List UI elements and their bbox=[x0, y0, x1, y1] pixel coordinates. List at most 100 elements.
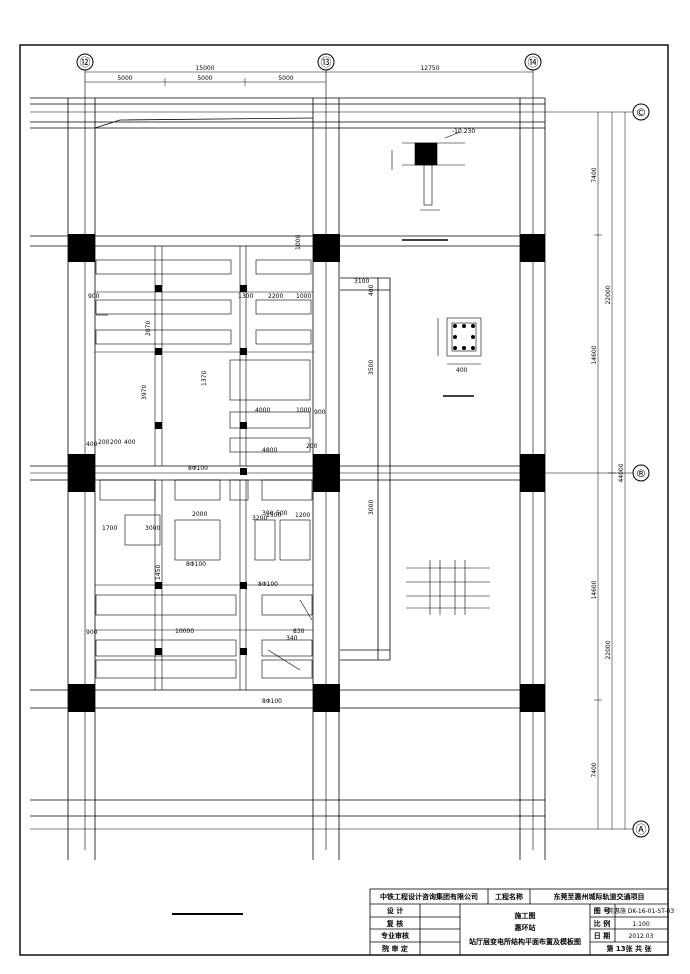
plan-dim: 300 bbox=[262, 510, 274, 517]
plan-dim: 4000 bbox=[255, 407, 270, 414]
plan-openings bbox=[95, 246, 313, 690]
plan-dim: 200 bbox=[98, 439, 110, 446]
dim-r-44000: 44000 bbox=[618, 463, 625, 482]
dim-12750: 12750 bbox=[420, 65, 439, 72]
plan-dim: 500 bbox=[276, 510, 288, 517]
dim-5000-a: 5000 bbox=[117, 75, 132, 82]
sheet-border bbox=[19, 44, 669, 956]
plan-dim: 2200 bbox=[268, 293, 283, 300]
svg-text:Ⓐ: Ⓐ bbox=[636, 823, 647, 836]
plan-dim: 1370 bbox=[201, 371, 208, 386]
plan-dim: 3500 bbox=[368, 360, 375, 375]
axis-c: © bbox=[632, 103, 650, 121]
plan-dim: 3100 bbox=[354, 278, 369, 285]
plan-dim: 400 bbox=[86, 441, 98, 448]
right-dimension-lines bbox=[594, 112, 626, 829]
plan-dim: 3000 bbox=[145, 525, 160, 532]
plan-dim: 3970 bbox=[141, 385, 148, 400]
plan-dim: 1000 bbox=[296, 407, 311, 414]
top-dimension-lines bbox=[85, 71, 533, 86]
tb-key-date: 日 期 bbox=[594, 931, 610, 940]
column bbox=[68, 234, 95, 262]
rebar-callout: 8Φ100 bbox=[262, 698, 282, 705]
plan-dim: 900 bbox=[314, 409, 326, 416]
plan-dim: 10000 bbox=[175, 628, 194, 635]
column bbox=[313, 454, 340, 492]
rebar-callout: 8Φ100 bbox=[186, 561, 206, 568]
detail-section bbox=[391, 131, 465, 211]
axis-a: Ⓐ bbox=[632, 820, 650, 838]
dim-r-14600-bot: 14600 bbox=[591, 580, 598, 599]
dim-r-7400-bot: 7400 bbox=[591, 762, 598, 777]
tb-key-scale: 比 例 bbox=[594, 919, 610, 928]
column-section-dim: 400 bbox=[456, 367, 468, 374]
column bbox=[68, 684, 95, 712]
tb-mid-2: 惠环站 bbox=[515, 923, 536, 932]
plan-dim: 340 bbox=[286, 635, 298, 642]
tb-role-approve: 院 审 定 bbox=[382, 944, 408, 953]
svg-text:⑭: ⑭ bbox=[528, 56, 539, 69]
tb-val-drawno: 莞惠施 DK-16-01-ST-03 bbox=[608, 907, 675, 915]
axis-13: ⑬ bbox=[317, 53, 335, 71]
axis-14: ⑭ bbox=[524, 53, 542, 71]
axis-b: ® bbox=[632, 464, 650, 482]
plan-dim: 1000 bbox=[295, 235, 302, 250]
plan-dim: 1500 bbox=[266, 512, 281, 519]
dim-r-14600-top: 14600 bbox=[591, 345, 598, 364]
axis-12: ⑫ bbox=[76, 53, 94, 71]
column bbox=[520, 234, 545, 262]
tb-sheet: 第 13张 共 张 bbox=[606, 944, 652, 953]
column bbox=[68, 454, 95, 492]
columns bbox=[68, 234, 545, 712]
title-block bbox=[369, 888, 669, 956]
column bbox=[520, 684, 545, 712]
plan-dim: 2000 bbox=[192, 511, 207, 518]
tb-project-name: 东莞至惠州城际轨道交通项目 bbox=[554, 892, 645, 901]
plan-dim: 1300 bbox=[238, 293, 253, 300]
plan-dim: 830 bbox=[293, 628, 305, 635]
dim-r-22000-bot: 22000 bbox=[605, 640, 612, 659]
detail-elevation: -10.230 bbox=[452, 128, 475, 135]
dim-r-22000-top: 22000 bbox=[605, 285, 612, 304]
svg-text:©: © bbox=[636, 106, 647, 119]
structure-walls bbox=[30, 97, 546, 860]
column-section-bars bbox=[453, 324, 475, 350]
column bbox=[313, 684, 340, 712]
plan-dim: 1700 bbox=[102, 525, 117, 532]
plan-markers bbox=[155, 285, 247, 655]
svg-text:®: ® bbox=[636, 467, 647, 480]
rebar-callout: 8Φ100 bbox=[258, 581, 278, 588]
tb-mid-1: 施工图 bbox=[515, 911, 536, 920]
plan-dim: 900 bbox=[86, 629, 98, 636]
hatch-detail bbox=[406, 560, 490, 615]
tb-project-label: 工程名称 bbox=[495, 892, 523, 901]
tb-role-check: 复 核 bbox=[386, 919, 403, 928]
plan-dim: 3000 bbox=[368, 500, 375, 515]
plan-dim: 400 bbox=[124, 439, 136, 446]
svg-text:⑬: ⑬ bbox=[321, 56, 332, 69]
dim-r-7400-top: 7400 bbox=[591, 167, 598, 182]
tb-mid-3: 站厅层变电所结构平面布置及模板图 bbox=[469, 937, 581, 946]
dim-5000-c: 5000 bbox=[278, 75, 293, 82]
plan-dim: 1450 bbox=[155, 565, 162, 580]
column-section-detail bbox=[437, 317, 482, 365]
plan-dim: 1000 bbox=[296, 293, 311, 300]
dim-5000-b: 5000 bbox=[197, 75, 212, 82]
column bbox=[313, 234, 340, 262]
tb-role-review: 专业审核 bbox=[381, 931, 409, 940]
plan-dim: 200 bbox=[306, 443, 318, 450]
plan-dim: 4800 bbox=[262, 447, 277, 454]
column bbox=[520, 454, 545, 492]
plan-dim: 1200 bbox=[295, 512, 310, 519]
dim-15000: 15000 bbox=[195, 65, 214, 72]
plan-dim: 900 bbox=[88, 293, 100, 300]
plan-dim: 2070 bbox=[145, 321, 152, 336]
plan-dim: 3200 bbox=[252, 515, 267, 522]
plan-dim: 400 bbox=[368, 284, 375, 296]
tb-key-drawno: 图 号 bbox=[594, 906, 610, 915]
tb-company: 中铁工程设计咨询集团有限公司 bbox=[380, 892, 478, 901]
svg-text:⑫: ⑫ bbox=[80, 56, 91, 69]
rebar-callout: 8Φ100 bbox=[188, 465, 208, 472]
tb-val-date: 2012.03 bbox=[629, 933, 654, 940]
